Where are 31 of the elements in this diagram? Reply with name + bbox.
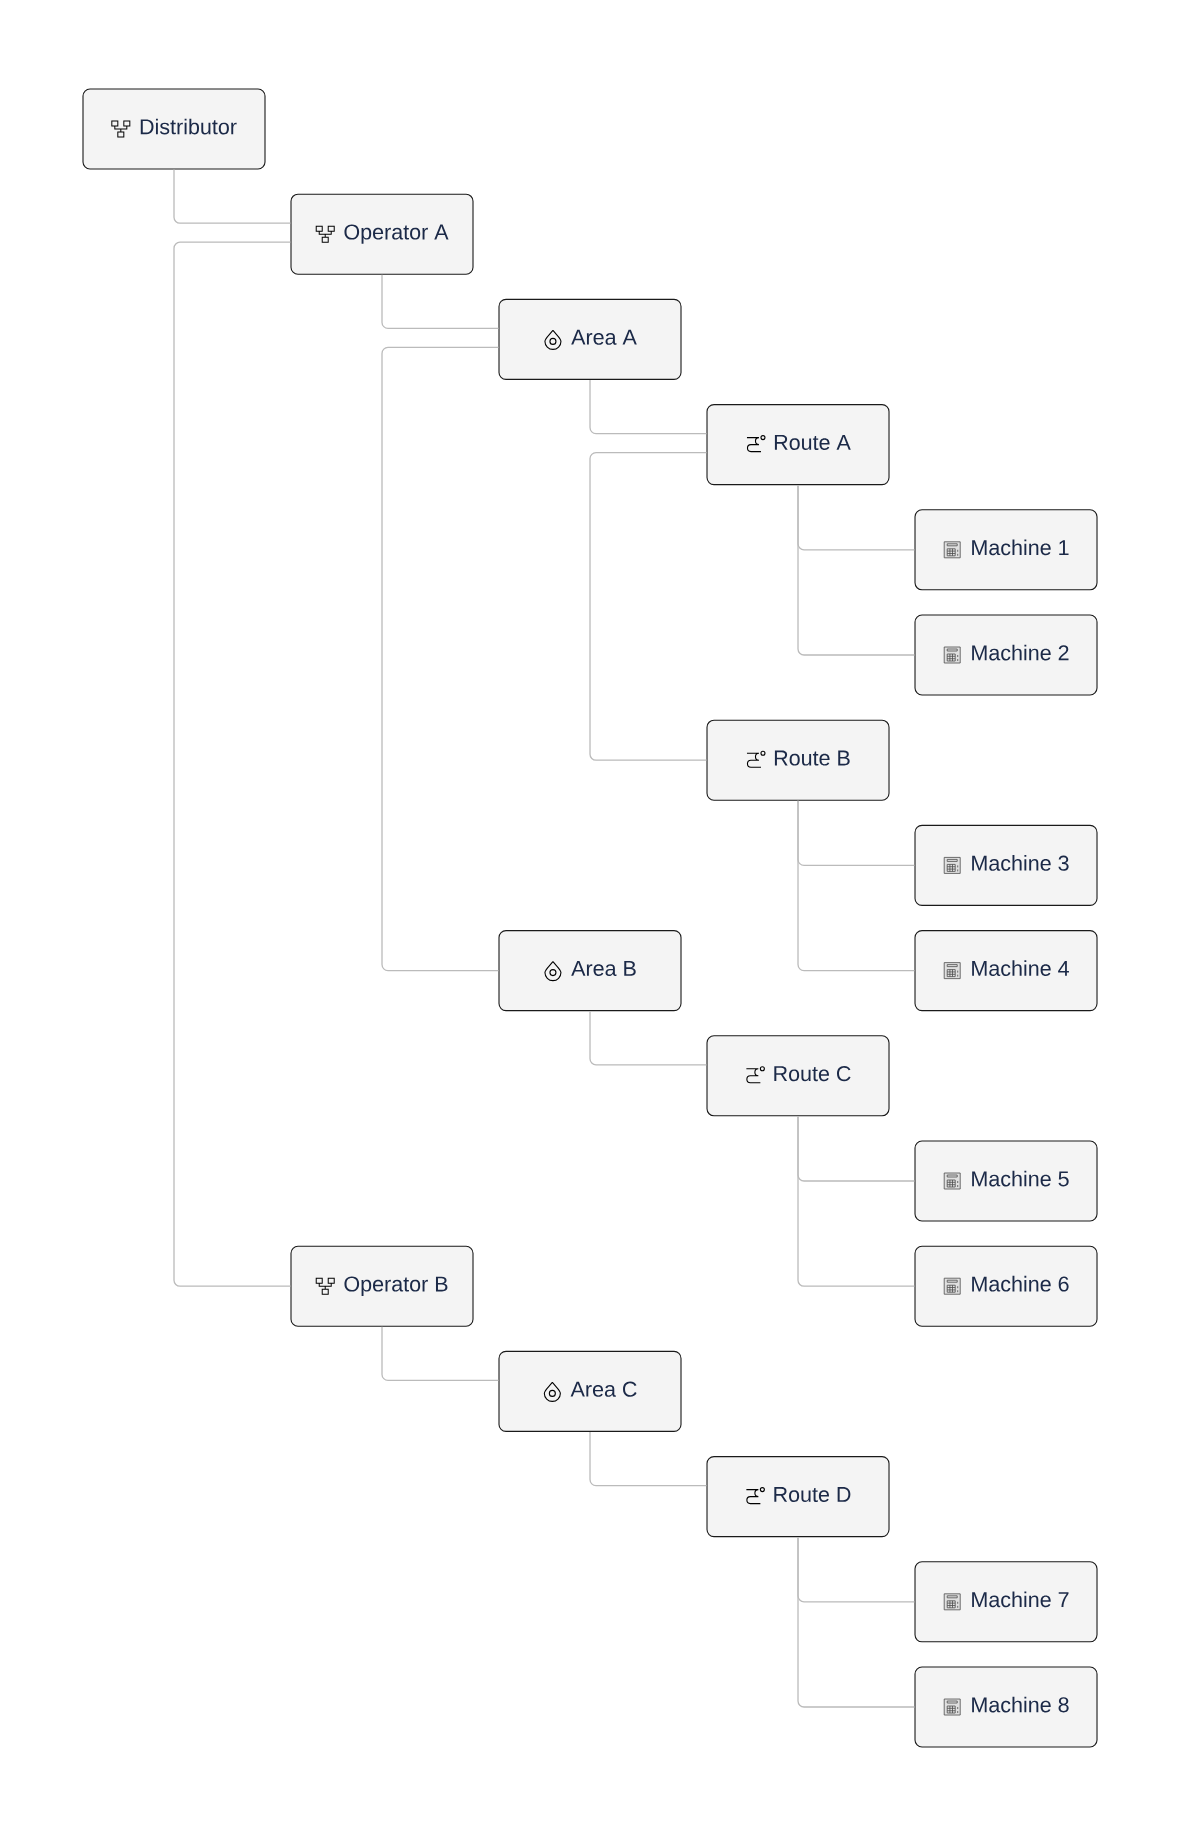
process-box: Distributor — [82, 88, 266, 170]
connector-line — [797, 800, 916, 972]
process-box: Route B — [706, 719, 890, 801]
process-box: Machine 5 — [914, 1140, 1098, 1222]
connector-line — [589, 1431, 708, 1487]
connector-line — [173, 241, 292, 1287]
connector-line — [381, 1326, 500, 1382]
process-box: Area A — [498, 298, 682, 380]
process-box: Area C — [498, 1350, 682, 1432]
connector-line — [797, 1115, 916, 1287]
process-box: Machine 4 — [914, 930, 1098, 1012]
process-box: Machine 7 — [914, 1561, 1098, 1643]
connector-line — [381, 274, 500, 330]
process-box: Machine 3 — [914, 824, 1098, 906]
connector-line — [797, 1536, 916, 1708]
process-box: Route C — [706, 1035, 890, 1117]
process-box: Route A — [706, 404, 890, 486]
connector-line — [589, 451, 708, 761]
connector-line — [173, 168, 292, 224]
process-box: Operator B — [290, 1245, 474, 1327]
connector-line — [589, 1010, 708, 1066]
connector-line — [381, 346, 500, 972]
process-box: Machine 8 — [914, 1666, 1098, 1748]
process-box: Machine 2 — [914, 614, 1098, 696]
process-box: Area B — [498, 930, 682, 1012]
connector-line — [797, 484, 916, 656]
process-box: Operator A — [290, 193, 474, 275]
process-box: Machine 1 — [914, 509, 1098, 591]
connector-line — [589, 379, 708, 435]
process-box: Machine 6 — [914, 1245, 1098, 1327]
process-box: Route D — [706, 1456, 890, 1538]
